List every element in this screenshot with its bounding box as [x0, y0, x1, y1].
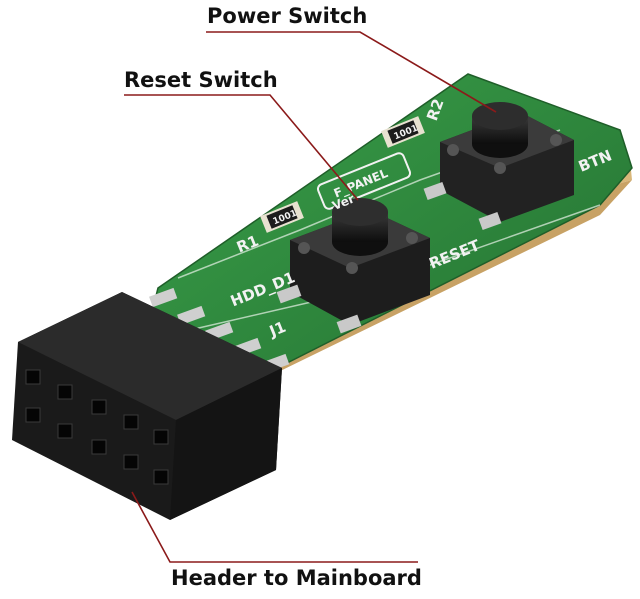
header-connector	[12, 292, 282, 520]
header-pin-holes	[25, 369, 169, 485]
resistor-r2: 1001	[381, 116, 425, 148]
reset-switch-label: Reset Switch	[124, 68, 278, 92]
leader-header	[131, 491, 418, 563]
header-label: Header to Mainboard	[171, 566, 422, 590]
power-switch-label: Power Switch	[207, 4, 368, 28]
f-panel-box	[316, 152, 412, 210]
silk-j1: J1	[266, 318, 289, 341]
reset-switch	[276, 198, 430, 334]
leader-power-switch	[206, 31, 497, 113]
leader-reset-switch	[124, 94, 359, 201]
power-switch	[423, 102, 574, 231]
resistor-r1: 1001	[260, 201, 304, 233]
